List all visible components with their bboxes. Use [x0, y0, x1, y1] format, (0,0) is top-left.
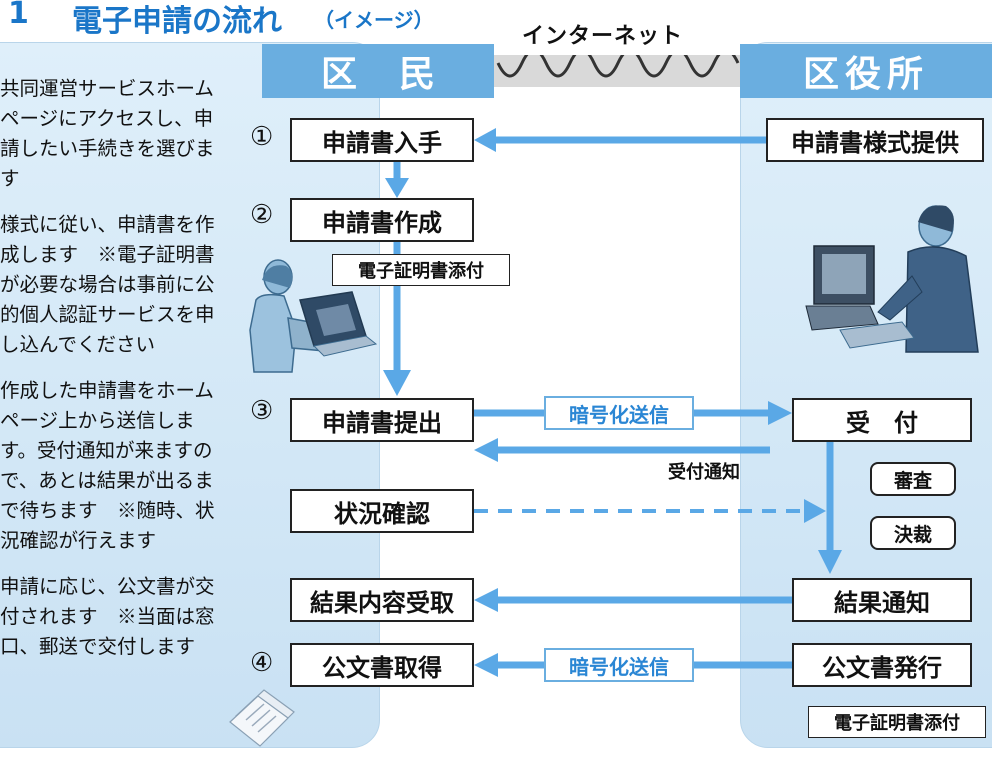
- text-line: で待ちます ※随時、状: [0, 499, 215, 522]
- text-line: 的個人認証サービスを申: [0, 303, 215, 326]
- text-line: し込んでください: [0, 333, 156, 356]
- step-1-number: ①: [250, 122, 274, 152]
- citizen-status-box: 状況確認: [290, 489, 474, 533]
- text-line: で、あとは結果が出るま: [0, 469, 214, 492]
- title-main: 電子申請の流れ: [72, 4, 282, 39]
- citizen-header: 区民: [262, 44, 494, 98]
- step-4-number: ④: [250, 648, 274, 678]
- title-sub: （イメージ）: [314, 8, 434, 32]
- step-3-number: ③: [250, 396, 274, 426]
- text-line: 況確認が行えます: [0, 529, 157, 552]
- receipt-notice-label: 受付通知: [668, 462, 740, 483]
- text-line: 様式に従い、申請書を作: [0, 213, 215, 236]
- text-line: 作成した申請書をホーム: [0, 379, 214, 402]
- office-header: 区役所: [740, 44, 992, 98]
- encrypted-label-2: 暗号化送信: [544, 648, 694, 682]
- internet-wave: [494, 48, 740, 87]
- explanation-para-3: 作成した申請書をホーム ページ上から送信しま す。受付通知が来ますの で、あとは…: [0, 376, 235, 556]
- office-issue-box: 公文書発行: [792, 643, 972, 687]
- title-number: 1: [8, 0, 29, 31]
- explanation-para-4: 申請に応じ、公文書が交 付されます ※当面は窓 口、郵送で交付します: [0, 572, 235, 662]
- text-line: 口、郵送で交付します: [0, 635, 196, 658]
- text-line: す。受付通知が来ますの: [0, 439, 213, 462]
- citizen-obtain-box: 申請書入手: [290, 118, 474, 162]
- office-person-illustration: [805, 205, 979, 353]
- text-line: 成します ※電子証明書: [0, 243, 215, 266]
- document-illustration: [229, 689, 295, 747]
- citizen-create-box: 申請書作成: [290, 198, 474, 242]
- citizen-docget-box: 公文書取得: [290, 643, 474, 687]
- citizen-cert-attach-box: 電子証明書添付: [332, 254, 510, 286]
- text-line: 共同運営サービスホーム: [0, 77, 214, 100]
- citizen-submit-box: 申請書提出: [290, 398, 474, 442]
- text-line: ページ上から送信しま: [0, 409, 195, 432]
- text-line: が必要な場合は事前に公: [0, 273, 215, 296]
- text-line: ページにアクセスし、申: [0, 107, 214, 130]
- internet-label: インターネット: [522, 24, 684, 49]
- office-receive-box: 受 付: [792, 398, 972, 442]
- office-cert-attach-box: 電子証明書添付: [808, 706, 986, 738]
- text-line: 申請に応じ、公文書が交: [0, 575, 215, 598]
- arrow-provide-to-obtain: [474, 128, 766, 152]
- text-line: 付されます ※当面は窓: [0, 605, 215, 628]
- office-provide-box: 申請書様式提供: [766, 118, 984, 162]
- citizen-header-label: 区民: [320, 54, 477, 95]
- citizen-result-box: 結果内容受取: [290, 578, 474, 622]
- text-line: 請したい手続きを選びま: [0, 137, 215, 160]
- explanation-para-1: 共同運営サービスホーム ページにアクセスし、申 請したい手続きを選びま す: [0, 74, 235, 194]
- explanation-text: 共同運営サービスホーム ページにアクセスし、申 請したい手続きを選びま す 様式…: [0, 74, 235, 678]
- arrow-obtain-to-create: [385, 162, 409, 198]
- explanation-para-2: 様式に従い、申請書を作 成します ※電子証明書 が必要な場合は事前に公 的個人認…: [0, 210, 235, 360]
- arrow-status-check: [474, 499, 826, 523]
- arrow-receipt-notice: [474, 438, 770, 462]
- step-2-number: ②: [250, 200, 274, 230]
- office-notify-box: 結果通知: [792, 578, 972, 622]
- encrypted-label-1: 暗号化送信: [544, 396, 694, 430]
- text-line: す: [0, 167, 20, 190]
- arrow-notify-to-result: [474, 588, 792, 612]
- office-review-box: 審査: [870, 462, 956, 496]
- citizen-person-illustration: [249, 259, 378, 373]
- arrow-receive-to-notify: [818, 442, 842, 574]
- office-decision-box: 決裁: [870, 516, 956, 550]
